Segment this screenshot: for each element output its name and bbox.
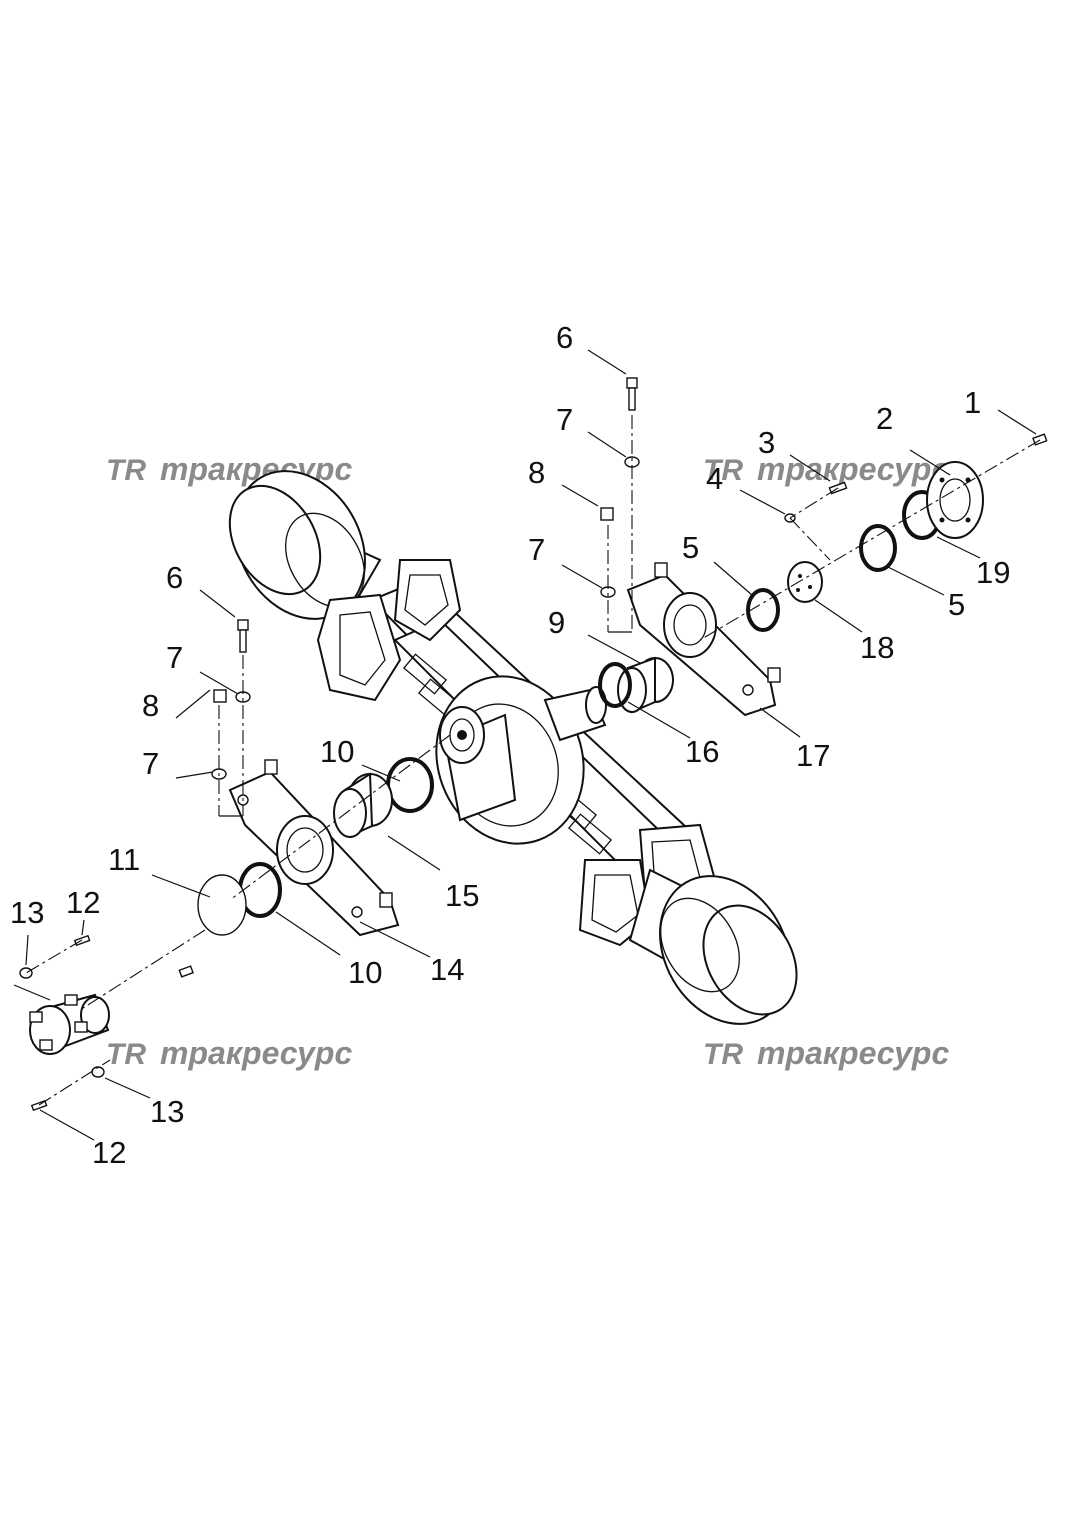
callout-18: 18 xyxy=(860,630,894,665)
watermark-top-right: TR тракресурс xyxy=(703,451,949,487)
callout-2: 2 xyxy=(876,401,893,436)
callout-13: 13 xyxy=(150,1094,184,1129)
assembly-axes xyxy=(13,415,1041,1106)
callout-7: 7 xyxy=(166,640,183,675)
seal-ring-16 xyxy=(598,662,632,708)
callout-7: 7 xyxy=(556,402,573,437)
callout-labels: 6 7 8 7 9 6 7 8 7 10 11 12 13 10 14 15 1… xyxy=(10,320,1010,1170)
callout-11: 11 xyxy=(108,842,140,877)
callout-7: 7 xyxy=(142,746,159,781)
trunnion-bracket-right xyxy=(626,562,781,717)
snap-ring-11 xyxy=(197,874,247,936)
callout-15: 15 xyxy=(445,878,479,913)
ring-5 xyxy=(859,524,897,572)
cardan-yoke xyxy=(29,993,110,1055)
ring-5 xyxy=(746,588,780,632)
watermark-text: тракресурс xyxy=(160,1035,352,1071)
callout-13: 13 xyxy=(10,895,44,930)
axle-housing xyxy=(228,470,798,1025)
watermark-text: тракресурс xyxy=(757,1035,949,1071)
bolt xyxy=(178,965,194,978)
callout-12: 12 xyxy=(92,1135,126,1170)
callout-6: 6 xyxy=(556,320,573,355)
callout-3: 3 xyxy=(758,425,775,460)
nut-8 xyxy=(600,507,614,521)
callout-10: 10 xyxy=(348,955,382,990)
bushing-15 xyxy=(333,772,393,838)
callout-16: 16 xyxy=(685,734,719,769)
seal-ring-10 xyxy=(386,757,434,813)
bolt-6-left xyxy=(237,619,249,653)
leader-lines xyxy=(25,349,1037,1141)
washer-13 xyxy=(91,1066,105,1078)
callout-17: 17 xyxy=(796,738,830,773)
callout-1: 1 xyxy=(964,385,981,420)
watermark-logo: TR xyxy=(106,1038,146,1071)
watermark-logo: TR xyxy=(703,454,743,487)
flange-2 xyxy=(926,461,984,539)
callout-7: 7 xyxy=(528,532,545,567)
callout-12: 12 xyxy=(66,885,100,920)
callout-8: 8 xyxy=(528,455,545,490)
callout-14: 14 xyxy=(430,952,464,987)
watermark-logo: TR xyxy=(703,1038,743,1071)
plate-18 xyxy=(787,561,823,603)
bolt-6-right xyxy=(626,377,638,411)
callout-19: 19 xyxy=(976,555,1010,590)
callout-10: 10 xyxy=(320,734,354,769)
bushing-9 xyxy=(617,656,674,714)
callout-6: 6 xyxy=(166,560,183,595)
callout-4: 4 xyxy=(706,461,723,496)
watermark-bottom-right: TR тракресурс xyxy=(703,1035,949,1071)
callout-5: 5 xyxy=(948,587,965,622)
callout-9: 9 xyxy=(548,605,565,640)
watermark-bottom-left: TR тракресурс xyxy=(106,1035,352,1071)
callout-5: 5 xyxy=(682,530,699,565)
nut-8 xyxy=(213,689,227,703)
washer-13 xyxy=(19,967,33,979)
watermark-logo: TR xyxy=(106,454,146,487)
watermark-text: тракресурс xyxy=(757,451,949,487)
callout-8: 8 xyxy=(142,688,159,723)
